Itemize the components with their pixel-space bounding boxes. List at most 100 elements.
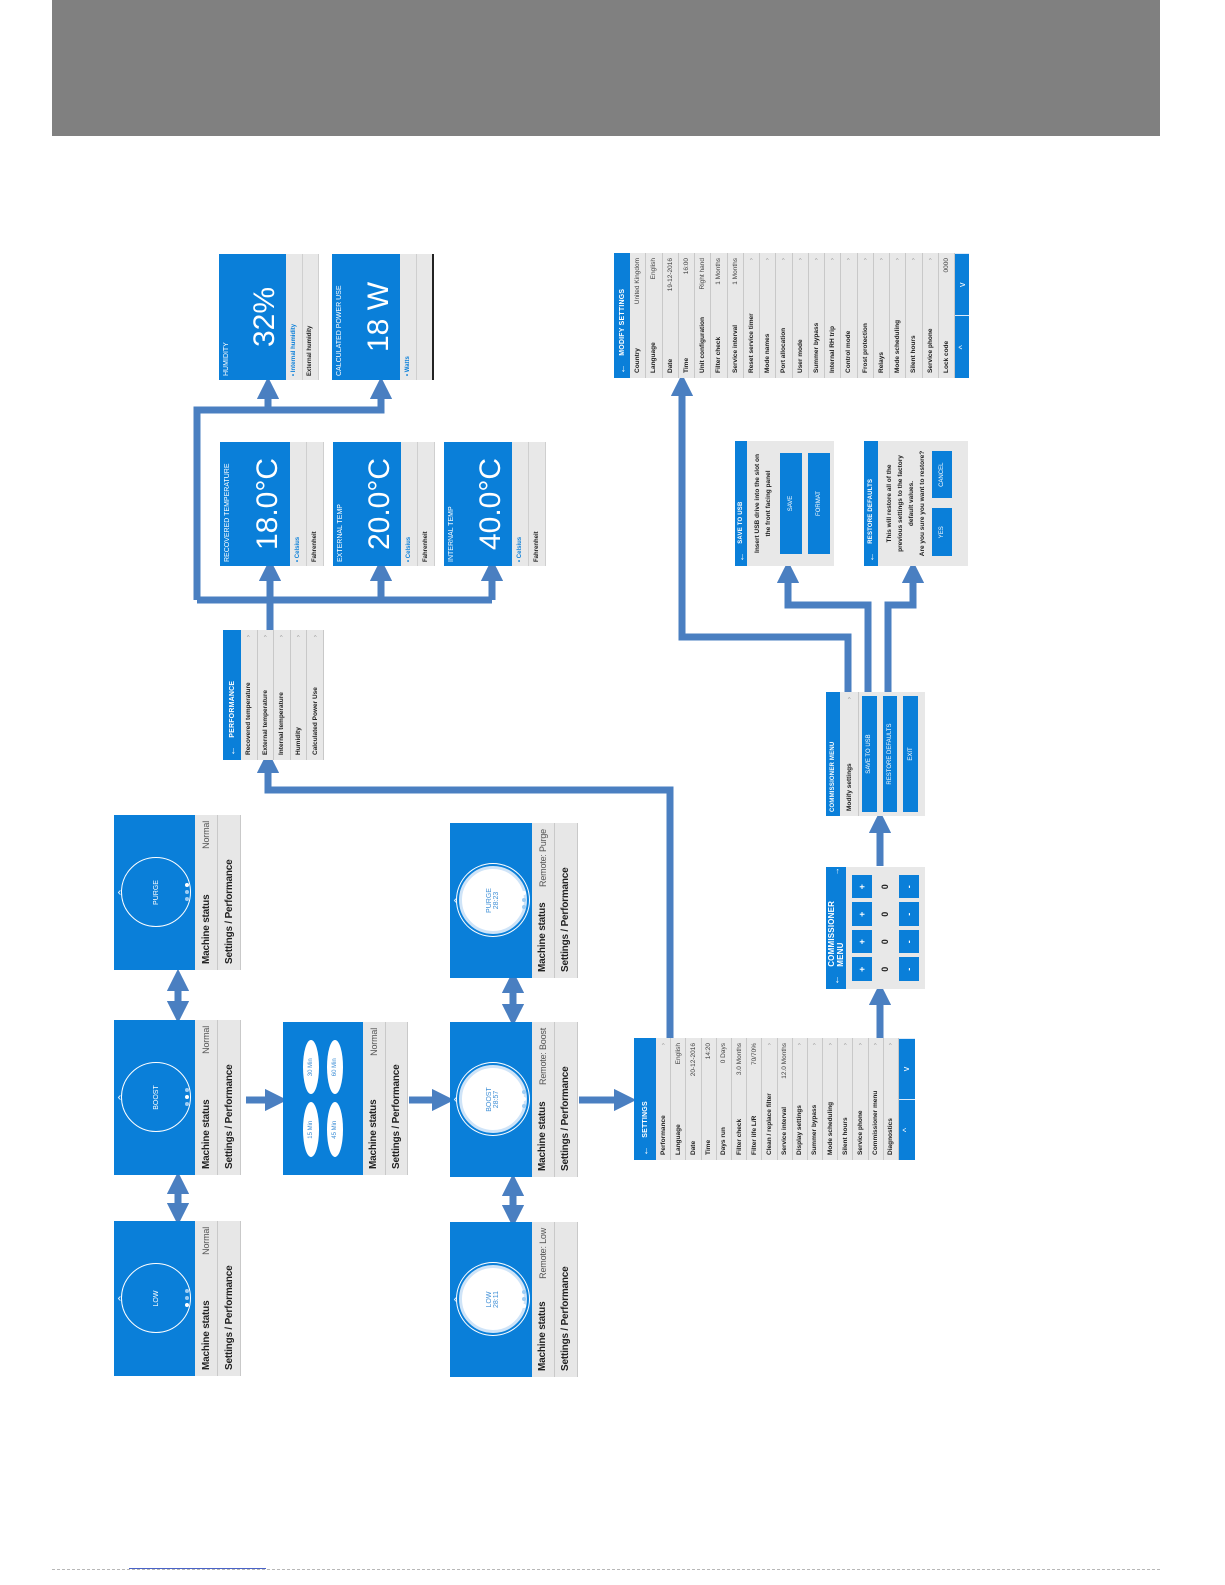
back-arrow-icon[interactable]: ← bbox=[639, 1145, 651, 1156]
unit-option[interactable]: • Watts bbox=[400, 254, 417, 380]
performance-item[interactable]: Recovered temperature› bbox=[241, 630, 258, 760]
settings-performance-row[interactable]: Settings / Performance bbox=[218, 1020, 241, 1175]
yes-button[interactable]: YES bbox=[932, 508, 953, 556]
back-arrow-icon[interactable]: ← bbox=[830, 974, 842, 985]
modify-item[interactable]: Relays› bbox=[873, 253, 890, 378]
mode-dial[interactable]: BOOST bbox=[121, 1062, 192, 1133]
unit-option[interactable]: Fahrenheit bbox=[529, 442, 546, 566]
increment-button[interactable]: + bbox=[852, 875, 872, 899]
scroll-up-button[interactable]: ^ bbox=[955, 315, 969, 378]
back-arrow-icon[interactable]: ← bbox=[616, 363, 628, 374]
settings-performance-row[interactable]: Settings / Performance bbox=[218, 1221, 241, 1376]
modify-item[interactable]: User mode› bbox=[792, 253, 809, 378]
settings-item[interactable]: Diagnostics› bbox=[883, 1038, 899, 1160]
settings-performance-row[interactable]: Settings / Performance bbox=[554, 823, 578, 978]
unit-option[interactable]: • Celsius bbox=[401, 442, 419, 566]
timer-option[interactable]: 30 Min bbox=[303, 1040, 319, 1095]
timer-option[interactable]: 15 Min bbox=[303, 1102, 319, 1157]
performance-item[interactable]: Humidity› bbox=[290, 630, 308, 760]
back-arrow-icon[interactable]: ← bbox=[735, 551, 747, 562]
mode-dial[interactable]: LOW bbox=[121, 1263, 192, 1334]
modify-item[interactable]: Service phone› bbox=[922, 253, 939, 378]
modify-settings-item[interactable]: Modify settings› bbox=[840, 692, 859, 816]
modify-item[interactable]: Mode names› bbox=[760, 253, 777, 378]
increment-button[interactable]: + bbox=[852, 930, 872, 954]
scroll-down-button[interactable]: v bbox=[899, 1038, 915, 1099]
unit-option[interactable]: • Celsius bbox=[289, 442, 307, 566]
mode-dial[interactable]: PURGE bbox=[121, 857, 192, 928]
back-arrow-icon[interactable]: ← bbox=[865, 551, 877, 562]
modify-item[interactable]: Frost protection› bbox=[857, 253, 874, 378]
decrement-button[interactable]: - bbox=[899, 875, 919, 899]
back-arrow-icon[interactable]: ← bbox=[226, 745, 238, 756]
humidity-option[interactable]: External humidity bbox=[302, 254, 319, 380]
settings-item[interactable]: Clean / replace filter› bbox=[762, 1038, 778, 1160]
settings-item[interactable]: Commissioner menu› bbox=[868, 1038, 884, 1160]
settings-performance-row[interactable]: Settings / Performance bbox=[218, 815, 241, 970]
timer-option[interactable]: 60 Min bbox=[327, 1040, 343, 1095]
settings-item[interactable]: Silent hours› bbox=[838, 1038, 854, 1160]
format-button[interactable]: FORMAT bbox=[808, 453, 830, 554]
decrement-button[interactable]: - bbox=[899, 957, 919, 981]
settings-item[interactable]: Performance› bbox=[656, 1038, 672, 1160]
settings-item[interactable]: Display settings› bbox=[792, 1038, 808, 1160]
scroll-up-button[interactable]: ^ bbox=[899, 1099, 915, 1160]
save-to-usb-button[interactable]: SAVE TO USB bbox=[862, 696, 877, 812]
decrement-button[interactable]: - bbox=[899, 930, 919, 954]
settings-item[interactable]: Summer bypass› bbox=[807, 1038, 824, 1160]
performance-item[interactable]: External temperature› bbox=[257, 630, 275, 760]
scroll-down-button[interactable]: v bbox=[955, 253, 969, 316]
humidity-option[interactable]: • Internal humidity bbox=[286, 254, 303, 380]
unit-option[interactable]: • Celsius bbox=[512, 442, 530, 566]
unit-option[interactable] bbox=[416, 254, 434, 380]
modify-item[interactable]: Silent hours› bbox=[906, 253, 923, 378]
modify-item[interactable]: Port allocation› bbox=[776, 253, 793, 378]
settings-item[interactable]: Service phone› bbox=[853, 1038, 869, 1160]
performance-item[interactable]: Calculated Power Use› bbox=[307, 630, 324, 760]
settings-performance-row[interactable]: Settings / Performance bbox=[554, 1022, 578, 1177]
unit-option[interactable]: Fahrenheit bbox=[306, 442, 324, 566]
modify-item[interactable]: Summer bypass› bbox=[808, 253, 825, 378]
settings-performance-row[interactable]: Settings / Performance bbox=[385, 1022, 408, 1175]
save-button[interactable]: SAVE bbox=[780, 453, 802, 554]
modify-item[interactable]: Reset service timer› bbox=[743, 253, 760, 378]
timer-option[interactable]: 45 Min bbox=[327, 1102, 343, 1157]
modify-item[interactable]: Internal RH trip› bbox=[825, 253, 842, 378]
increment-button[interactable]: + bbox=[852, 957, 872, 981]
performance-item[interactable]: Internal temperature› bbox=[274, 630, 291, 760]
exit-button[interactable]: EXIT bbox=[903, 696, 919, 812]
settings-performance-row[interactable]: Settings / Performance bbox=[554, 1222, 578, 1377]
cancel-button[interactable]: CANCEL bbox=[932, 451, 953, 499]
modify-item[interactable]: Mode scheduling› bbox=[890, 253, 907, 378]
settings-item[interactable]: Mode scheduling› bbox=[823, 1038, 839, 1160]
restore-defaults-button[interactable]: RESTORE DEFAULTS bbox=[882, 696, 898, 812]
decrement-button[interactable]: - bbox=[899, 902, 919, 926]
unit-option[interactable]: Fahrenheit bbox=[418, 442, 435, 566]
increment-button[interactable]: + bbox=[852, 902, 872, 926]
modify-item[interactable]: Control mode› bbox=[841, 253, 858, 378]
